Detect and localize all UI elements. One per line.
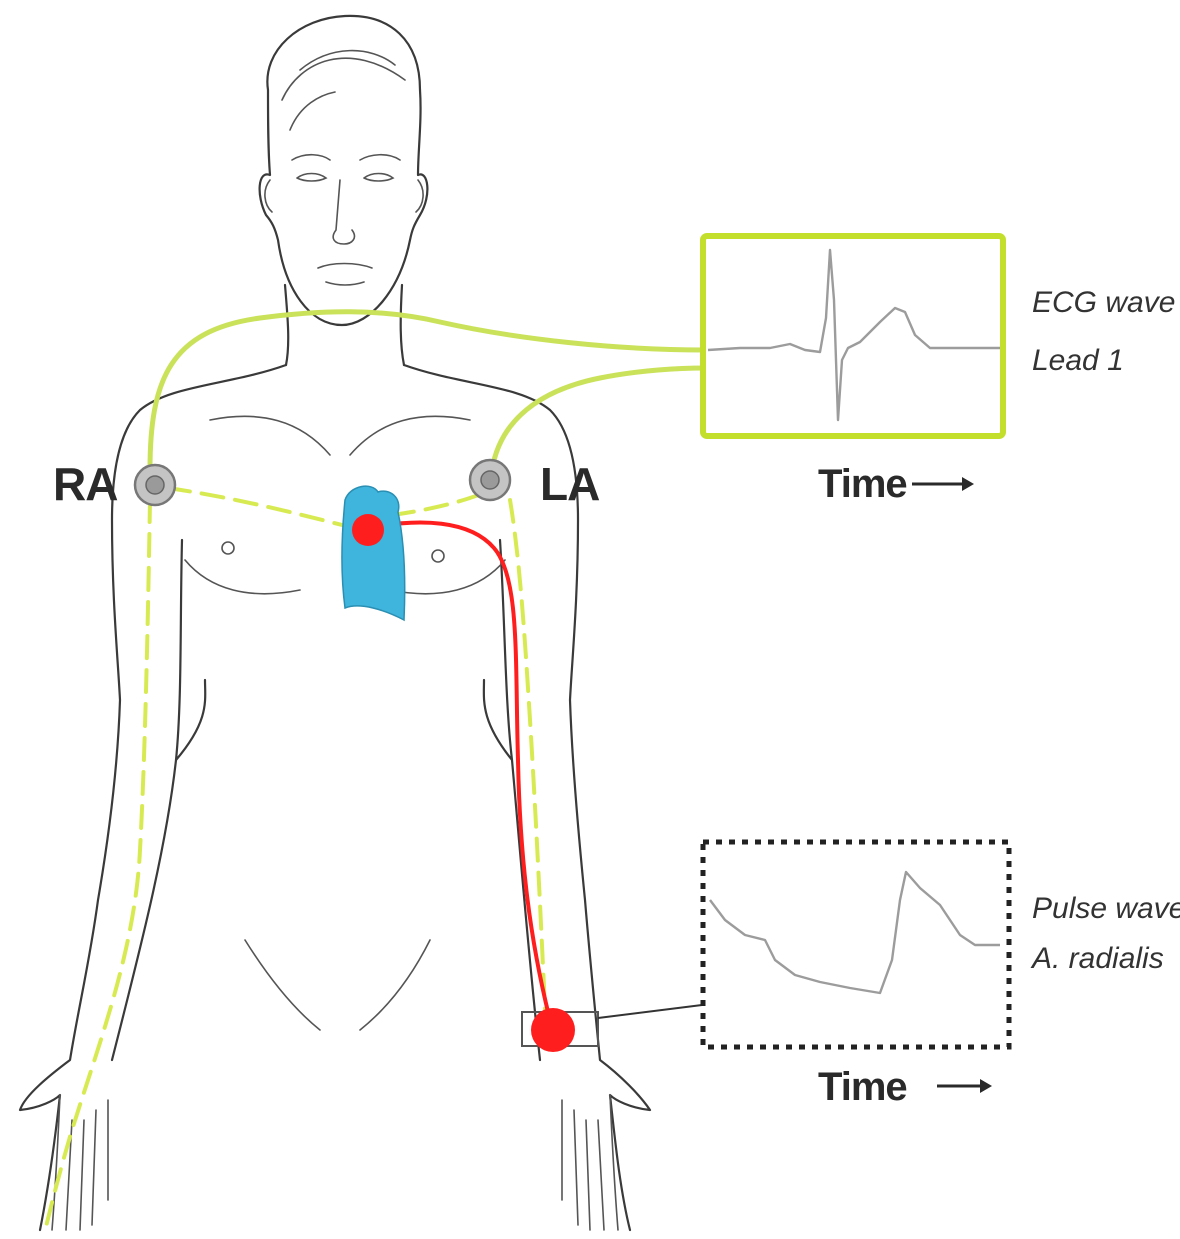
ecg-frame [703, 236, 1003, 436]
inner-arm-left [112, 540, 205, 1060]
ecg-time-label: Time [818, 462, 907, 506]
ecg-lead-label: Lead 1 [1032, 344, 1124, 377]
right-arrow-icon [912, 477, 974, 491]
eyes [292, 155, 400, 181]
pulse-site-label: A. radialis [1030, 942, 1164, 975]
fingers-left [52, 1095, 108, 1230]
ears [265, 180, 423, 212]
electrode-snap [481, 471, 499, 489]
ecg-panel [703, 236, 1003, 436]
wrist-sensor [522, 1005, 702, 1052]
internal-lead-paths [44, 488, 545, 1235]
heart [342, 486, 405, 620]
heart-pulse-origin [352, 514, 384, 546]
dash-right-arm [44, 500, 150, 1235]
electrode-ra [135, 465, 175, 505]
nipple-left [222, 542, 234, 554]
pulse-connector-line [598, 1005, 702, 1018]
ra-label: RA [53, 458, 117, 510]
nipple-right [432, 550, 444, 562]
fingers-right [562, 1095, 618, 1230]
ecg-wave-title: ECG wave [1032, 286, 1175, 319]
la-label: LA [540, 458, 599, 510]
pulse-frame [703, 842, 1009, 1047]
right-arrow-icon [937, 1079, 992, 1093]
electrode-snap [146, 476, 164, 494]
hair-lines [282, 51, 405, 130]
la-lead-wire [492, 368, 705, 470]
head-outline [260, 16, 428, 325]
heart-icon [342, 486, 405, 620]
torso-right-outline [404, 365, 650, 1230]
pulse-time-label: Time [818, 1065, 907, 1109]
radial-pulse-point [531, 1008, 575, 1052]
lead-wires [150, 312, 705, 470]
abdomen-lines [245, 940, 430, 1030]
electrode-la [470, 460, 510, 500]
pulse-panel [703, 842, 1009, 1047]
ra-lead-wire [150, 312, 705, 470]
nose-mouth [318, 180, 372, 285]
pulse-wave-title: Pulse wave [1032, 892, 1180, 925]
